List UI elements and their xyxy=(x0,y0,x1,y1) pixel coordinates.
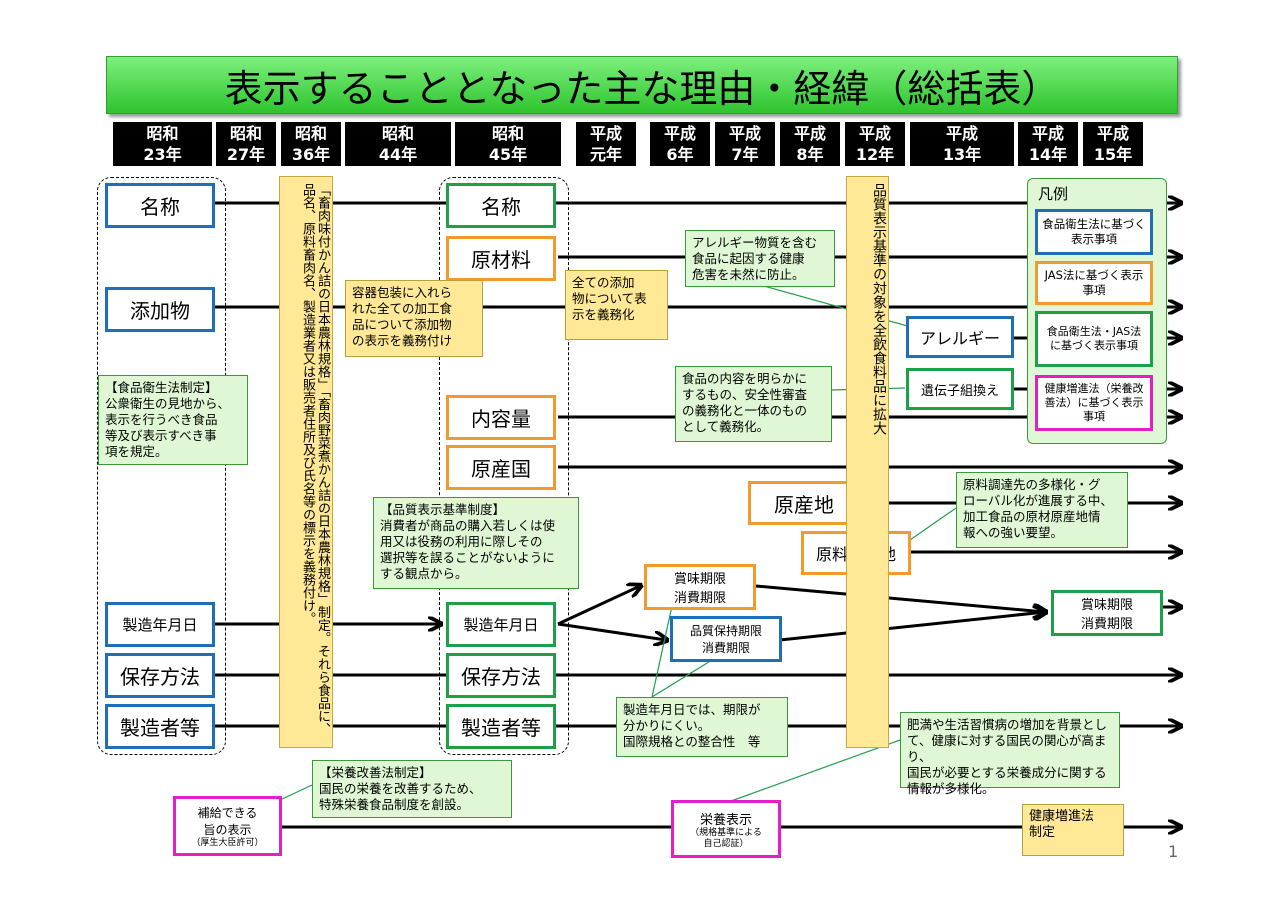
item-naiyoryo: 内容量 xyxy=(446,395,556,440)
note-eiyo-kaizen: 【栄養改善法制定】国民の栄養を改善するため、特殊栄養食品制度を創設。 xyxy=(312,760,512,818)
note-kigen: 製造年月日では、期限が分かりにくい。国際規格との整合性 等 xyxy=(616,697,788,757)
item-idenshi: 遺伝子組換え xyxy=(906,368,1014,410)
legend-title: 凡例 xyxy=(1038,185,1069,203)
item-kenko-zoshin: 健康増進法制定 xyxy=(1022,804,1124,856)
item-seizosha-s45: 製造者等 xyxy=(446,704,556,749)
note-genryo: 原料調達先の多様化・グローバル化が進展する中、加工食品の原材原産地情報への強い要… xyxy=(956,472,1128,548)
note-allergy: アレルギー物質を含む食品に起因する健康危害を未然に防止。 xyxy=(685,230,835,287)
note-hinshitsu-kijun: 【品質表示基準制度】消費者が商品の購入若しくは使用又は役務の利用に際しその選択等… xyxy=(373,497,579,589)
page-number: 1 xyxy=(1168,842,1179,861)
showa45-group xyxy=(439,177,569,755)
note-shokuei: 【食品衛生法制定】公衆衛生の見地から、表示を行うべき食品等及び表示すべき事項を規… xyxy=(98,375,248,465)
item-meisho-s23: 名称 xyxy=(105,183,215,228)
page-title: 表示することとなった主な理由・経緯（総括表） xyxy=(106,56,1178,114)
item-seizo-s23: 製造年月日 xyxy=(105,602,215,647)
legend-shokuei: 食品衛生法に基づく表示事項 xyxy=(1035,209,1153,255)
item-kigen-orange: 賞味期限消費期限 xyxy=(644,564,756,610)
item-meisho-s45: 名称 xyxy=(446,183,556,228)
item-seizosha-s23: 製造者等 xyxy=(105,704,215,749)
item-hozon-s45: 保存方法 xyxy=(446,653,556,698)
legend-jas: JAS法に基づく表示事項 xyxy=(1035,261,1153,305)
item-eiyo-hyoji: 栄養表示（規格基準による自己認証） xyxy=(671,800,781,858)
note-subete: 全ての添加物について表示を義務化 xyxy=(565,270,668,340)
legend-kenko: 健康増進法（栄養改善法）に基づく表示事項 xyxy=(1035,375,1153,431)
note-yoki: 容器包装に入れられた全ての加工食品について添加物の表示を義務付け xyxy=(345,280,483,357)
item-allergy: アレルギー xyxy=(906,316,1014,358)
banner-jas-cans: 「畜肉味付かん詰の日本農林規格」「畜肉野菜煮かん詰の日本農林規格」制定。それら食… xyxy=(279,176,333,748)
banner-kijun-kakudai: 品質表示基準の対象を全飲食料品に拡大 xyxy=(846,176,889,748)
legend: 凡例 食品衛生法に基づく表示事項 JAS法に基づく表示事項 食品衛生法・JAS法… xyxy=(1027,178,1167,444)
item-hokyu: 補給できる旨の表示（厚生大臣許可） xyxy=(173,796,282,856)
item-hozon-s23: 保存方法 xyxy=(105,653,215,698)
note-himan: 肥満や生活習慣病の増加を背景として、健康に対する国民の関心が高まり、国民が必要と… xyxy=(900,712,1120,796)
item-kigen-green: 賞味期限消費期限 xyxy=(1051,590,1163,636)
note-naiyo: 食品の内容を明らかにするもの、安全性審査の義務化と一体のものとして義務化。 xyxy=(675,366,832,442)
item-gensankoku: 原産国 xyxy=(446,445,556,490)
showa23-group xyxy=(97,177,226,755)
legend-both: 食品衛生法・JAS法に基づく表示事項 xyxy=(1035,311,1153,367)
item-seizo-s45: 製造年月日 xyxy=(446,602,556,647)
item-gensanchi: 原産地 xyxy=(748,481,860,525)
item-kigen-blue: 品質保持期限消費期限 xyxy=(670,616,782,662)
item-tenkabutsu: 添加物 xyxy=(105,287,215,332)
era-header: 平成元年 xyxy=(576,122,636,166)
item-genzairyo: 原材料 xyxy=(446,236,556,281)
